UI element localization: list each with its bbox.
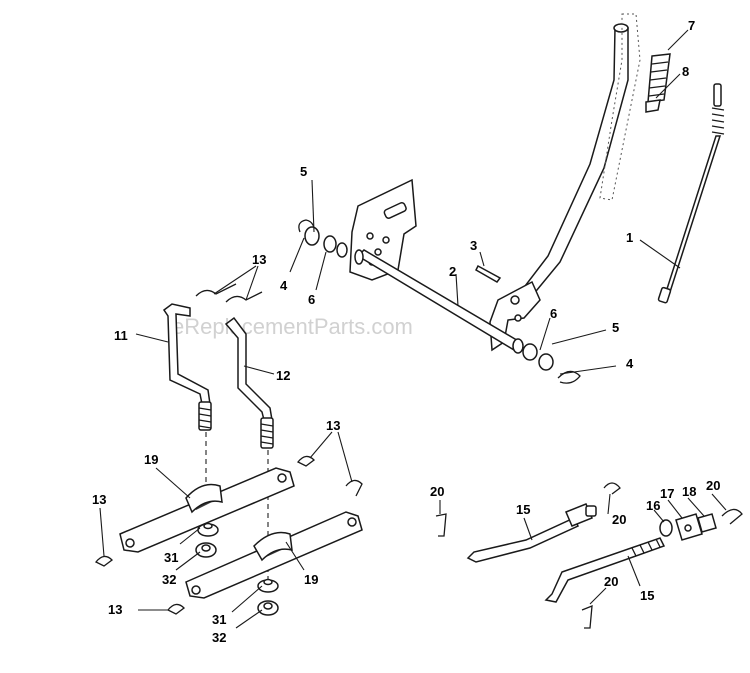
callout-19-upper: 19 — [144, 452, 158, 467]
handle-spring — [645, 99, 661, 113]
callout-20-right: 20 — [706, 478, 720, 493]
callout-20-lower: 20 — [604, 574, 618, 589]
lift-arm-19-lower — [185, 511, 363, 599]
callout-2: 2 — [449, 264, 456, 279]
callout-20-left: 20 — [430, 484, 444, 499]
callout-13-right: 13 — [326, 418, 340, 433]
callout-18: 18 — [682, 484, 696, 499]
callout-32-upper: 32 — [162, 572, 176, 587]
clip-20-left — [435, 513, 447, 537]
callout-5-left: 5 — [300, 164, 307, 179]
callout-1: 1 — [626, 230, 633, 245]
spacer-32-lower — [257, 600, 279, 616]
callout-13-top: 13 — [252, 252, 266, 267]
callout-6-right: 6 — [550, 306, 557, 321]
clip-13-upper-b — [225, 291, 263, 303]
callout-12: 12 — [276, 368, 290, 383]
callout-20-middle: 20 — [612, 512, 626, 527]
callout-31-upper: 31 — [164, 550, 178, 565]
callout-31-lower: 31 — [212, 612, 226, 627]
clip-13-right-a — [296, 455, 315, 467]
watermark-text: eReplacementParts.com — [172, 314, 413, 339]
clip-20-lower — [581, 605, 593, 629]
clip-13-left — [94, 555, 113, 567]
clip-20-right — [721, 508, 743, 525]
callout-32-lower: 32 — [212, 630, 226, 645]
callout-4-left: 4 — [280, 278, 288, 293]
callout-19-lower: 19 — [304, 572, 318, 587]
link-rod-15-lower — [544, 537, 666, 603]
cotter-pin-3 — [475, 264, 502, 283]
lift-link-11 — [162, 303, 212, 431]
callout-8: 8 — [682, 64, 689, 79]
callout-6-left: 6 — [308, 292, 315, 307]
clip-13-upper-a — [195, 283, 237, 297]
spacer-32-upper — [195, 542, 217, 558]
clip-13-bottom — [166, 603, 185, 615]
bushing-31-upper — [197, 522, 219, 537]
callout-numbers: 1 2 3 4 4 5 5 6 6 7 8 11 12 13 13 13 13 … — [92, 18, 720, 645]
nut-18 — [697, 513, 717, 533]
callout-16: 16 — [646, 498, 660, 513]
bushing-31-lower — [257, 578, 279, 593]
clip-13-right-b — [345, 479, 363, 497]
callout-15-upper: 15 — [516, 502, 530, 517]
link-rod-15-upper — [466, 503, 597, 563]
clip-20-upper — [603, 482, 621, 495]
lift-handle — [489, 13, 641, 352]
callout-4-right: 4 — [626, 356, 634, 371]
lift-arm-19-upper — [119, 467, 295, 553]
callout-7: 7 — [688, 18, 695, 33]
leader-lines — [99, 29, 727, 629]
callout-3: 3 — [470, 238, 477, 253]
washer-16 — [659, 519, 673, 537]
callout-17: 17 — [660, 486, 674, 501]
callout-11: 11 — [114, 328, 128, 343]
cross-shaft — [354, 249, 524, 354]
block-17 — [675, 513, 703, 541]
lift-link-12 — [224, 316, 274, 449]
left-shaft-hardware — [298, 219, 348, 258]
callout-5-right: 5 — [612, 320, 619, 335]
callout-13-bottom: 13 — [108, 602, 122, 617]
callout-13-left: 13 — [92, 492, 106, 507]
right-shaft-hardware — [522, 343, 581, 384]
lift-rod — [657, 83, 725, 304]
callout-15-lower: 15 — [640, 588, 654, 603]
